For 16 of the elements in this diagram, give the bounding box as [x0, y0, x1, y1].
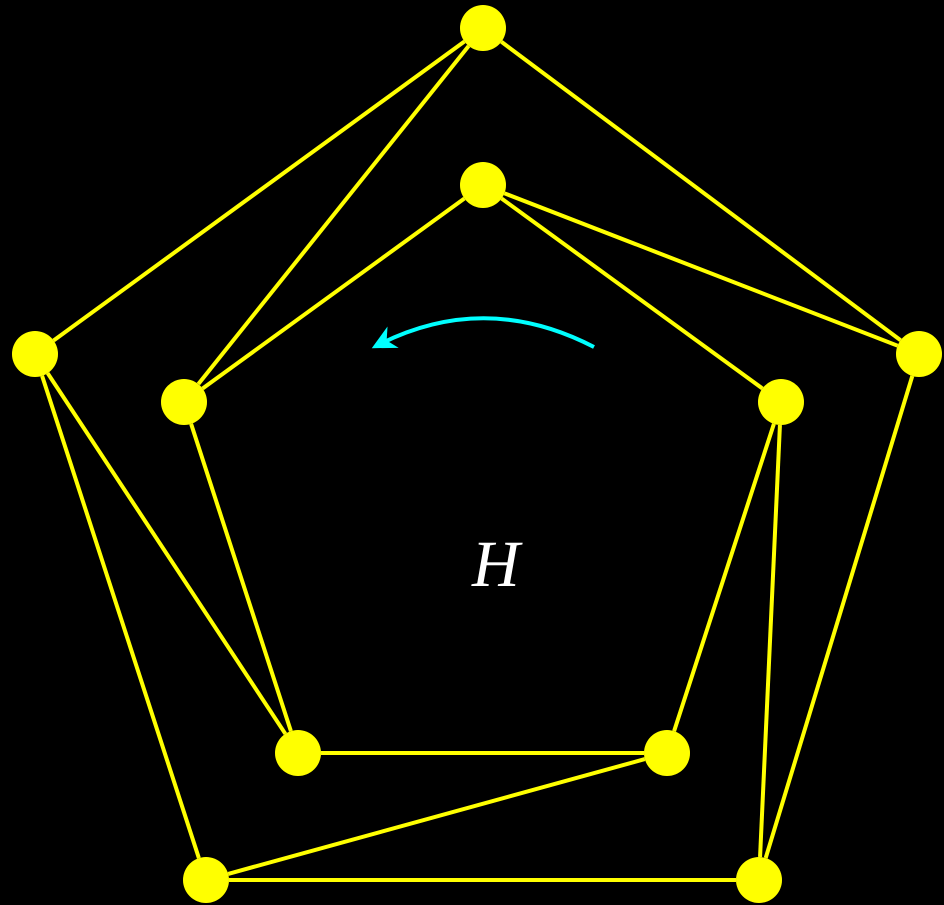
connector-line: [196, 44, 470, 386]
connector-line: [321, 751, 644, 755]
connector-line: [672, 423, 776, 732]
connector-line: [504, 191, 898, 348]
connector-line: [229, 878, 736, 882]
connector-line: [52, 40, 466, 342]
connector-line: [228, 757, 646, 876]
graph-label: H: [472, 532, 520, 598]
connector-line: [201, 196, 466, 390]
connector-line: [500, 196, 764, 390]
connector-line: [758, 424, 782, 858]
connector-line: [40, 375, 201, 859]
connector-line: [764, 375, 914, 859]
connector-line: [189, 423, 293, 732]
connector-line: [46, 372, 288, 735]
connector-line: [500, 40, 902, 342]
